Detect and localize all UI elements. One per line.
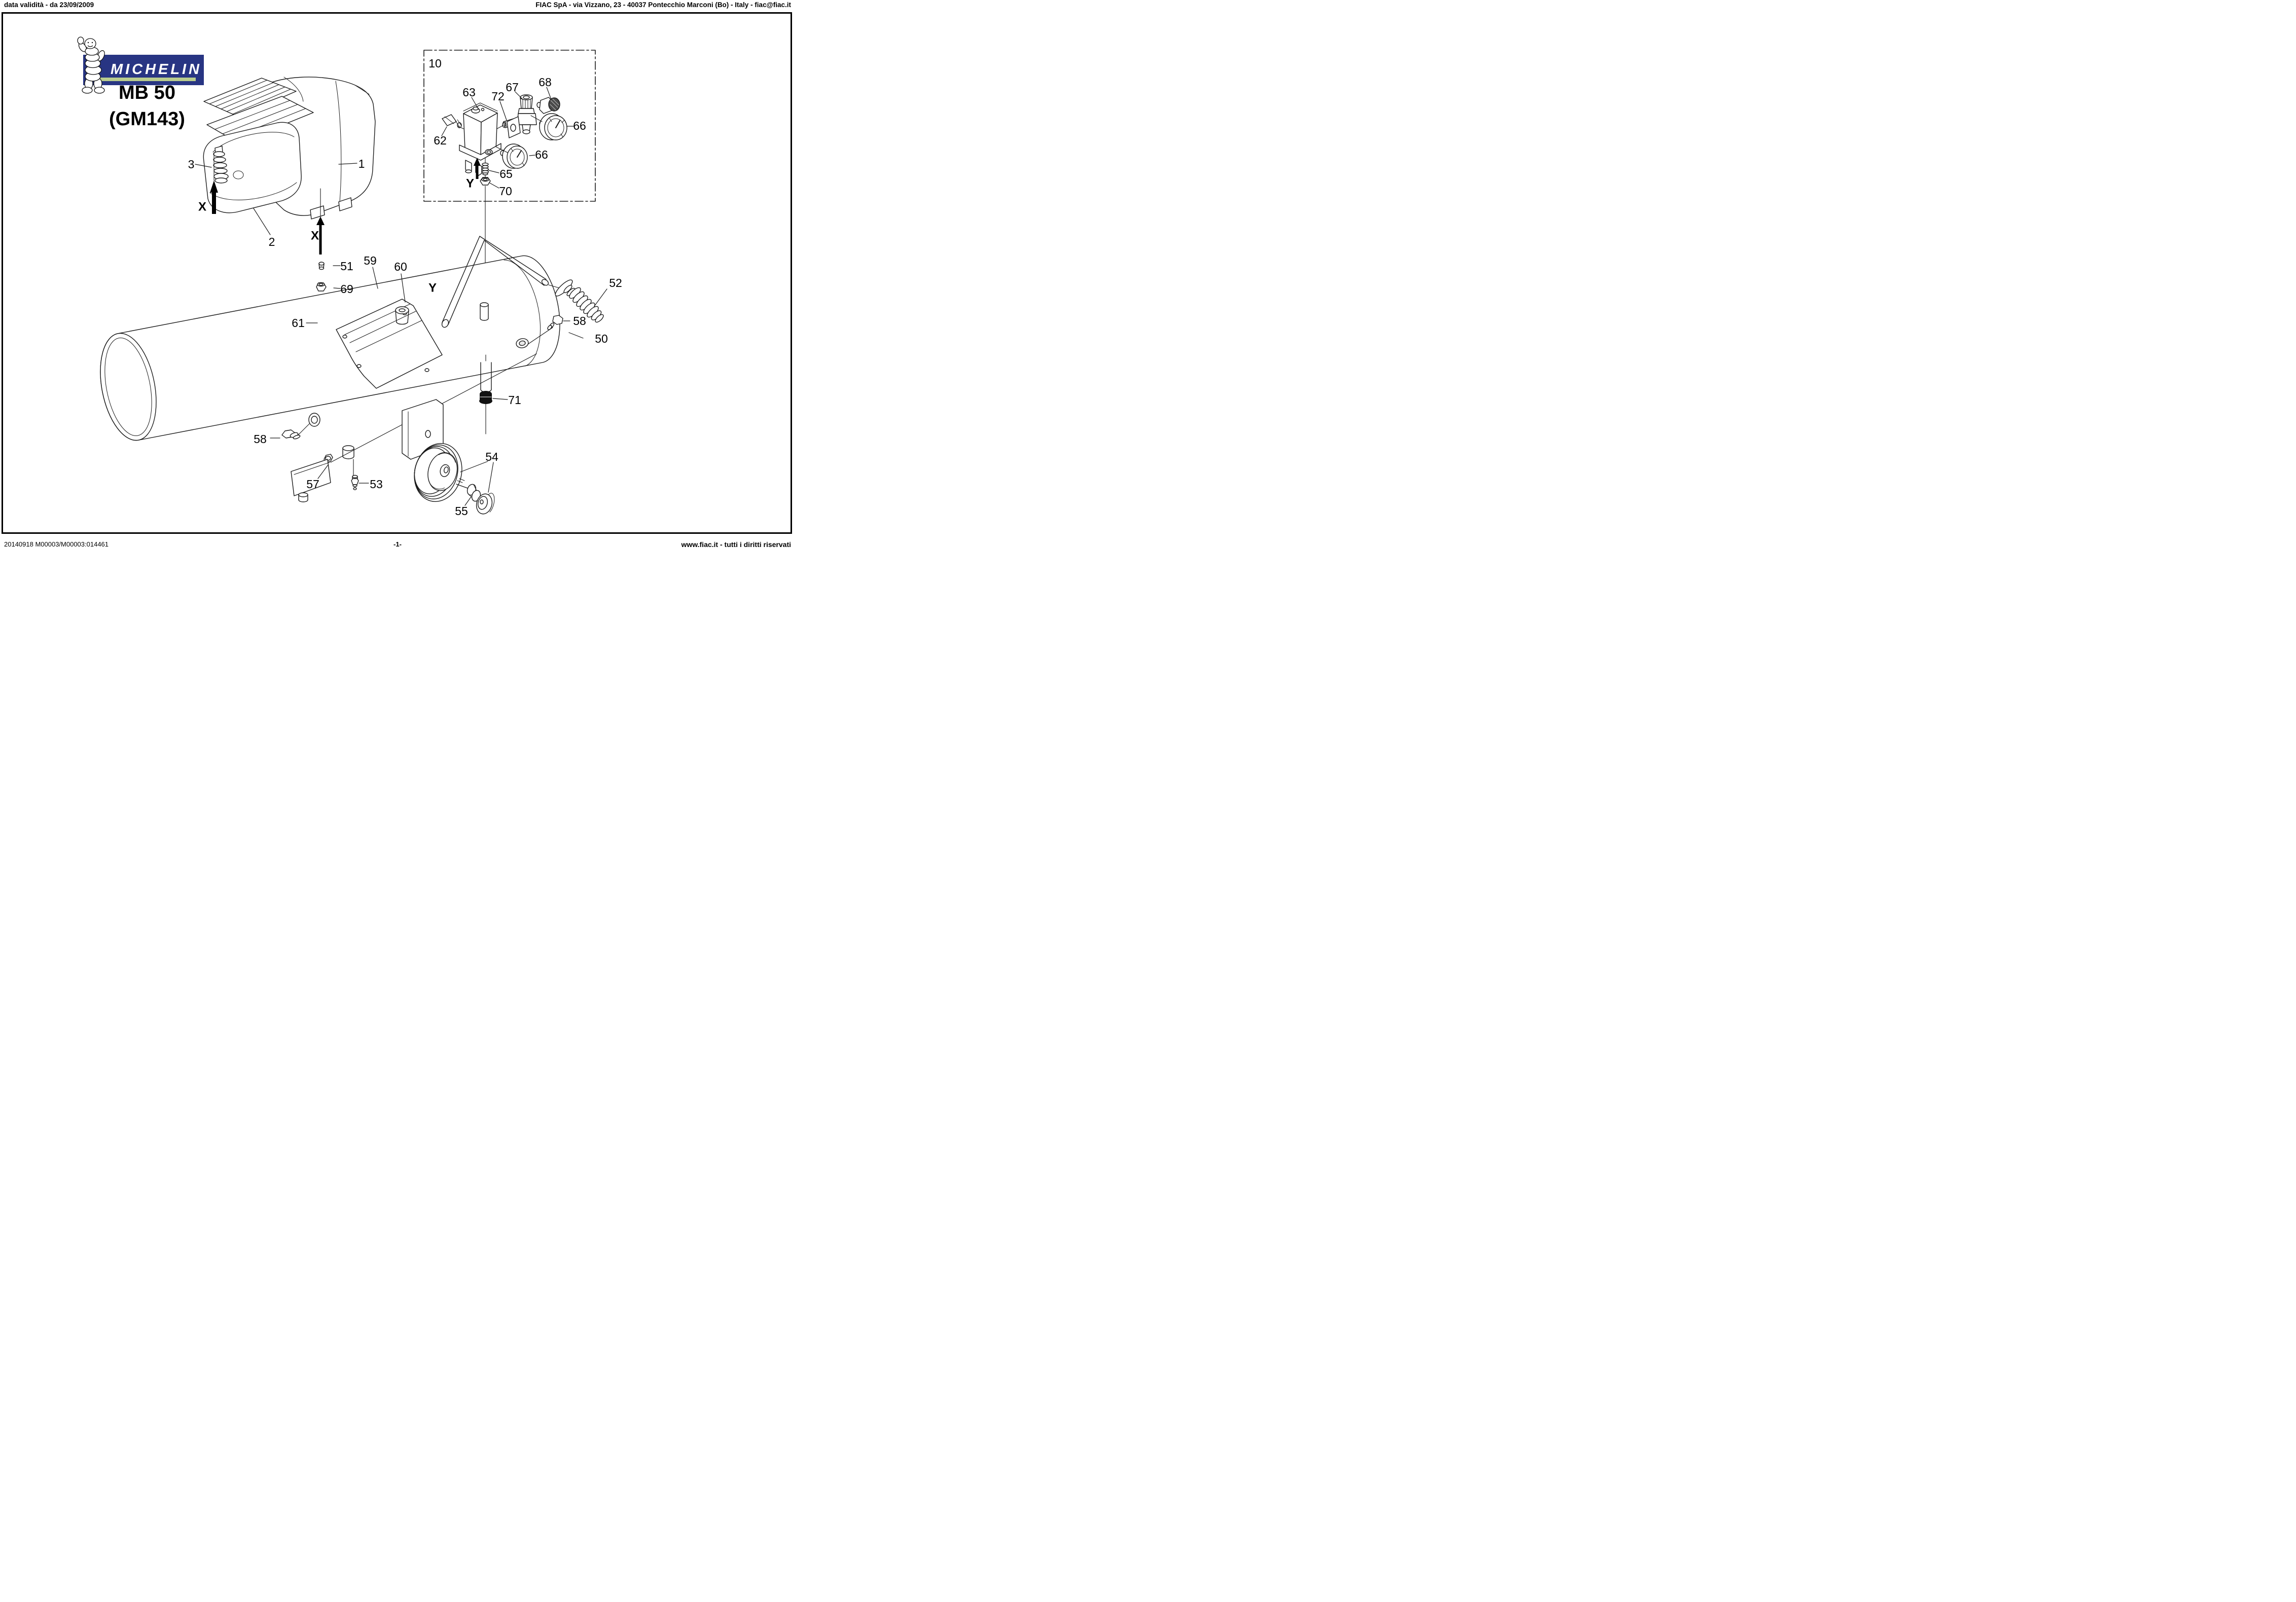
part-callout-10: 10 xyxy=(428,57,442,70)
part-callout-51: 51 xyxy=(340,260,353,273)
handle-grip xyxy=(555,279,604,323)
plug-51 xyxy=(318,262,325,270)
part-callout-65: 65 xyxy=(499,167,513,180)
footer-copyright: www.fiac.it - tutti i diritti riservati xyxy=(681,540,791,549)
part-callout-66: 66 xyxy=(573,119,586,132)
rubber-foot-71 xyxy=(479,391,492,404)
leader-line-65 xyxy=(488,170,499,173)
drain-port xyxy=(342,445,354,459)
leader-line-71 xyxy=(492,398,508,400)
part-callout-69: 69 xyxy=(340,282,353,296)
nut-70 xyxy=(480,177,491,186)
axis-label-X: X xyxy=(198,200,206,214)
screw-65 xyxy=(481,162,489,175)
part-callout-52: 52 xyxy=(609,276,622,289)
leader-line-60 xyxy=(401,273,406,303)
part-callout-67: 67 xyxy=(506,81,519,94)
pressure-gauge-lower xyxy=(500,143,528,169)
part-callout-71: 71 xyxy=(508,393,521,407)
part-callout-57: 57 xyxy=(306,478,319,491)
logo-underline xyxy=(90,78,196,81)
leader-line-2 xyxy=(253,208,271,235)
part-callout-60: 60 xyxy=(394,260,407,273)
leader-line-63 xyxy=(471,97,479,110)
leader-lines xyxy=(195,87,607,506)
regulator-67 xyxy=(507,94,537,138)
leader-line-62 xyxy=(441,126,447,136)
part-callout-50: 50 xyxy=(595,332,608,345)
leader-line-54 xyxy=(460,461,488,472)
parts-catalog-page: data validità - da 23/09/2009 FIAC SpA -… xyxy=(0,0,795,555)
part-callout-58: 58 xyxy=(254,432,267,446)
part-callout-2: 2 xyxy=(269,235,275,248)
leader-line-55 xyxy=(464,496,472,506)
leader-line-1 xyxy=(338,163,357,165)
part-callout-1: 1 xyxy=(358,157,365,170)
part-callout-72: 72 xyxy=(491,90,505,103)
michelin-man-icon xyxy=(77,37,105,94)
part-callout-3: 3 xyxy=(188,158,195,171)
tank-group xyxy=(100,186,604,515)
pump-group xyxy=(203,77,376,220)
left-support-leg xyxy=(291,459,331,502)
footer-document-code: 20140918 M00003/M00003:014461 xyxy=(4,540,109,548)
fitting-68 xyxy=(536,97,560,114)
handle-frame xyxy=(441,236,560,328)
tank-right-port xyxy=(516,338,529,348)
drain-valve-53 xyxy=(351,475,359,490)
header-validity-date: data validità - da 23/09/2009 xyxy=(4,1,94,9)
axis-label-Y: Y xyxy=(466,177,474,191)
leader-line-68 xyxy=(546,87,552,100)
bracket-bushing xyxy=(395,306,409,325)
hub-cap-54 xyxy=(476,493,495,515)
leader-line-70 xyxy=(489,183,499,189)
part-callout-66: 66 xyxy=(535,148,548,161)
wheel xyxy=(414,443,462,502)
part-callout-61: 61 xyxy=(292,316,305,330)
nut-69 xyxy=(316,282,327,292)
plug-58-left xyxy=(281,429,301,440)
model-code: (GM143) xyxy=(109,108,185,130)
leader-line-3 xyxy=(195,164,212,168)
tank-top-port xyxy=(480,302,489,321)
part-callout-58: 58 xyxy=(573,314,586,327)
fitting-62 xyxy=(442,114,462,128)
leader-line-66 xyxy=(529,155,535,156)
pressure-gauge-upper xyxy=(539,113,567,140)
leader-line-72 xyxy=(499,101,507,121)
leader-line-54 xyxy=(488,462,494,493)
group-dashed-box xyxy=(423,50,596,202)
parts-diagram: 106768637266626665Y70312XX51695960Y61525… xyxy=(100,50,622,518)
leader-line-57 xyxy=(317,464,329,479)
pump-body xyxy=(203,122,302,213)
model-title: MB 50 xyxy=(119,82,175,103)
part-callout-59: 59 xyxy=(364,254,377,267)
part-callout-63: 63 xyxy=(462,86,476,99)
part-callout-68: 68 xyxy=(539,76,552,89)
part-callout-54: 54 xyxy=(485,450,498,463)
left-cap-port xyxy=(308,413,320,427)
part-callout-70: 70 xyxy=(499,185,512,198)
tank-body xyxy=(100,255,560,441)
tank-left-cap xyxy=(100,333,157,441)
x-axis-arrow-mid xyxy=(316,216,325,254)
leader-line-50 xyxy=(568,332,584,339)
logo-brand-text: MICHELIN xyxy=(111,61,200,78)
footer-page-number: -1- xyxy=(393,540,402,548)
leader-line-67 xyxy=(515,91,523,100)
leader-line-52 xyxy=(594,288,607,307)
part-callout-53: 53 xyxy=(370,478,383,491)
page-border xyxy=(2,12,792,534)
michelin-logo: MICHELIN xyxy=(77,37,204,94)
part-callout-62: 62 xyxy=(434,134,447,147)
y-axis-arrow-box xyxy=(474,158,481,179)
axis-label-X: X xyxy=(311,229,319,243)
axis-label-Y: Y xyxy=(428,281,437,295)
leader-line-59 xyxy=(372,267,378,289)
header-company-address: FIAC SpA - via Vizzano, 23 - 40037 Ponte… xyxy=(535,1,791,9)
pressure-switch-group xyxy=(423,50,596,202)
part-callout-55: 55 xyxy=(455,504,468,518)
x-axis-arrow-pump xyxy=(210,180,218,214)
